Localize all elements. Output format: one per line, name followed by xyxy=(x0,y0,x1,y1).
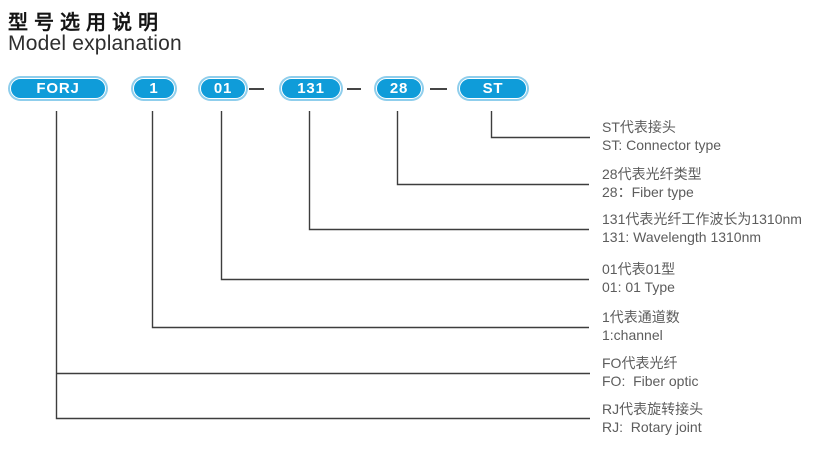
legend-item-1: 1代表通道数 1:channel xyxy=(602,309,813,344)
badge-channel-label: 1 xyxy=(133,78,175,99)
page-title-chinese: 型号选用说明 xyxy=(8,12,164,34)
legend-131-en: 131: Wavelength 1310nm xyxy=(602,228,762,245)
page-title-english: Model explanation xyxy=(8,32,182,55)
legend-item-rj: RJ代表旋转接头 RJ: Rotary joint xyxy=(602,401,813,436)
legend-28-zh: 28代表光纤类型 xyxy=(602,166,702,182)
badge-forj: FORJ xyxy=(8,76,108,101)
legend-item-st: ST代表接头 ST: Connector type xyxy=(602,119,813,154)
connector-type01-line xyxy=(220,111,589,281)
legend-rj-zh: RJ代表旋转接头 xyxy=(602,401,704,417)
legend-rj-en: RJ: Rotary joint xyxy=(602,418,702,435)
badge-connector-label: ST xyxy=(459,78,527,99)
legend-item-fo: FO代表光纤 FO: Fiber optic xyxy=(602,355,813,390)
legend-st-zh: ST代表接头 xyxy=(602,119,676,135)
separator-dash xyxy=(249,88,264,91)
legend-1-en: 1:channel xyxy=(602,326,663,343)
badge-fiber-type: 28 xyxy=(374,76,424,101)
separator-dash xyxy=(347,88,361,91)
connector-st-line xyxy=(490,111,590,139)
connector-wavelength-line xyxy=(308,111,589,231)
connector-fiber-type-line xyxy=(396,111,589,186)
badge-wavelength-label: 131 xyxy=(281,78,341,99)
badge-channel: 1 xyxy=(131,76,177,101)
badge-type: 01 xyxy=(198,76,248,101)
legend-28-en: 28：Fiber type xyxy=(602,183,694,200)
connector-channel-line xyxy=(151,111,589,329)
legend-fo-zh: FO代表光纤 xyxy=(602,355,678,371)
legend-item-131: 131代表光纤工作波长为1310nm 131: Wavelength 1310n… xyxy=(602,211,813,246)
badge-fiber-type-label: 28 xyxy=(376,78,422,99)
legend-131-zh: 131代表光纤工作波长为1310nm xyxy=(602,211,802,227)
legend-01-en: 01: 01 Type xyxy=(602,278,675,295)
legend-item-01: 01代表01型 01: 01 Type xyxy=(602,261,813,296)
badge-connector: ST xyxy=(457,76,529,101)
legend-item-28: 28代表光纤类型 28：Fiber type xyxy=(602,166,813,201)
badge-forj-label: FORJ xyxy=(10,78,106,99)
legend-fo-en: FO: Fiber optic xyxy=(602,372,699,389)
separator-dash xyxy=(430,88,447,91)
badge-wavelength: 131 xyxy=(279,76,343,101)
connector-rj-line xyxy=(55,111,590,420)
legend-01-zh: 01代表01型 xyxy=(602,261,676,277)
legend-1-zh: 1代表通道数 xyxy=(602,309,680,325)
legend-st-en: ST: Connector type xyxy=(602,136,722,153)
badge-type-label: 01 xyxy=(200,78,246,99)
